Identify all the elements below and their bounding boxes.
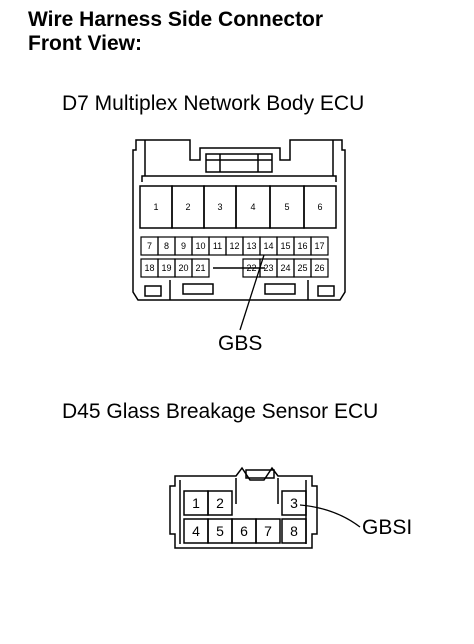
d7-pin-18-label: 18 <box>144 263 154 273</box>
d45-pin-4-label: 4 <box>192 523 200 539</box>
connector-d7-title: D7 Multiplex Network Body ECU <box>62 92 365 115</box>
gbs-label: GBS <box>218 332 263 355</box>
d7-pin-6 <box>303 185 337 229</box>
d7-pin-11-label: 11 <box>213 241 222 251</box>
d7-pin-17-label: 17 <box>314 241 324 251</box>
d7-pin-13-label: 13 <box>246 241 256 251</box>
d7-pin-9-label: 9 <box>181 241 186 251</box>
d7-pin-21-label: 21 <box>195 263 205 273</box>
d45-pin-2 <box>207 490 233 516</box>
d45-pin-8-label: 8 <box>290 523 298 539</box>
connector-d45-row-top: 1 2 3 <box>183 490 307 516</box>
d7-pin-16-label: 16 <box>297 241 307 251</box>
d7-pin-1-label: 1 <box>153 202 158 212</box>
d45-pin-7 <box>255 518 281 544</box>
d7-pin-4-label: 4 <box>250 202 255 212</box>
d7-pin-2-label: 2 <box>185 202 190 212</box>
d45-pin-2-label: 2 <box>216 495 224 511</box>
d7-pin-15-label: 15 <box>280 241 290 251</box>
heading-line-2: Front View: <box>28 32 142 55</box>
connector-d7-row-top: 1 2 3 4 5 6 <box>139 185 337 229</box>
d45-pin-5-label: 5 <box>216 523 224 539</box>
d7-pin-5-label: 5 <box>284 202 289 212</box>
d45-pin-3 <box>281 490 307 516</box>
d7-pin-12-label: 12 <box>229 241 239 251</box>
d7-pin-24-label: 24 <box>280 263 290 273</box>
d45-pin-8 <box>281 518 307 544</box>
d7-pin-22-label: 22 <box>246 263 256 273</box>
gbsi-label: GBSI <box>362 516 413 539</box>
d7-pin-19-label: 19 <box>161 263 171 273</box>
d7-pin-7-label: 7 <box>147 241 152 251</box>
d7-pin-6-label: 6 <box>317 202 322 212</box>
d7-pin-25-label: 25 <box>297 263 307 273</box>
gbs-leader-line <box>239 254 265 331</box>
d45-pin-3-label: 3 <box>290 495 298 511</box>
d7-pin-26 <box>310 258 329 278</box>
d7-pin-23-label: 23 <box>263 263 273 273</box>
d7-pin-14-label: 14 <box>263 241 273 251</box>
d7-pin-20-label: 20 <box>178 263 188 273</box>
d45-pin-7-label: 7 <box>264 523 272 539</box>
d7-pin-8-label: 8 <box>164 241 169 251</box>
d45-pin-1-label: 1 <box>192 495 200 511</box>
d7-pin-17 <box>310 236 329 256</box>
gbsi-leader-line <box>299 504 361 528</box>
d7-pin-21 <box>191 258 210 278</box>
heading-line-1: Wire Harness Side Connector <box>28 8 324 31</box>
connector-d7-row-mid: 7 8 9 10 11 12 13 14 15 16 17 <box>140 236 329 256</box>
d7-pin-10-label: 10 <box>195 241 205 251</box>
d7-pin-26-label: 26 <box>314 263 324 273</box>
d7-pin-3-label: 3 <box>217 202 222 212</box>
connector-d45-title: D45 Glass Breakage Sensor ECU <box>62 400 379 423</box>
d45-pin-6-label: 6 <box>240 523 248 539</box>
connector-d7-row-low: 18 19 20 21 22 23 24 25 26 <box>140 258 329 278</box>
connector-d7-housing <box>132 139 346 301</box>
connector-d45-row-bottom: 4 5 6 7 8 <box>183 518 307 544</box>
